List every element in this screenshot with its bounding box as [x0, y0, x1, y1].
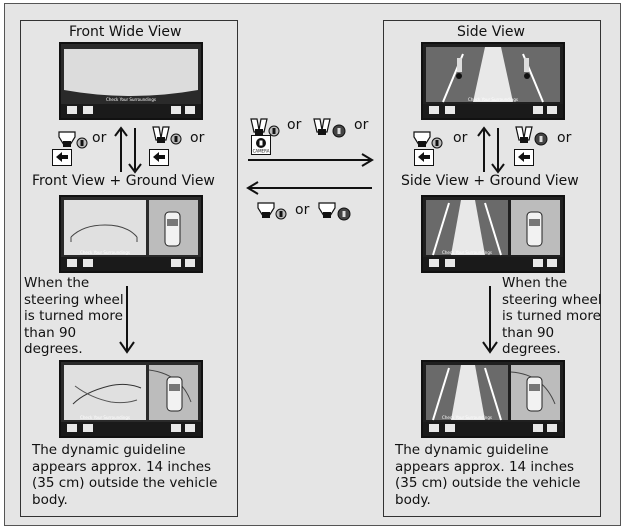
or-text: or — [295, 202, 310, 218]
back-button-icon — [514, 149, 534, 166]
right-arrow — [248, 153, 374, 167]
screen-check-text: Check Your Surroundings — [80, 415, 130, 420]
up-down-arrows — [114, 126, 142, 174]
view-switch-icon — [257, 202, 287, 220]
front-dynamic-guideline-screen: Check Your Surroundings — [59, 360, 203, 438]
view-switch-icon — [318, 202, 351, 221]
up-down-arrows — [477, 126, 505, 174]
left-turn-caption: When the steering wheel is turned more t… — [24, 275, 124, 357]
screen-check-text: Check Your Surroundings — [468, 97, 518, 102]
camera-button-icon: CAMERA — [251, 135, 271, 155]
view-switch-icon — [58, 131, 88, 149]
back-button-icon — [52, 149, 72, 166]
left-arrow — [246, 181, 372, 195]
front-wide-view-image: Check Your Surroundings — [61, 44, 201, 118]
back-button-icon — [414, 149, 434, 166]
screen-check-text: Check Your Surroundings — [442, 250, 492, 255]
right-turn-caption: When the steering wheel is turned more t… — [502, 275, 602, 357]
or-text: or — [557, 130, 572, 146]
or-text: or — [287, 117, 302, 133]
view-switch-icon — [413, 131, 443, 149]
view-switch-icon — [515, 126, 548, 146]
down-arrow — [482, 286, 498, 354]
side-dynamic-guideline-image: Check Your Surroundings — [423, 362, 563, 436]
svg-text:CAMERA: CAMERA — [253, 149, 270, 154]
front-wide-view-screen: Check Your Surroundings — [59, 42, 203, 120]
right-bottom-caption: The dynamic guideline appears approx. 14… — [395, 442, 581, 508]
side-ground-view-image: Check Your Surroundings — [423, 197, 563, 271]
side-view-screen: Check Your Surroundings — [421, 42, 565, 120]
back-button-icon — [149, 149, 169, 166]
front-ground-view-image: Check Your Surroundings — [61, 197, 201, 271]
front-dynamic-guideline-image: Check Your Surroundings — [61, 362, 201, 436]
front-ground-view-label: Front View + Ground View — [32, 173, 215, 189]
front-wide-view-title: Front Wide View — [69, 24, 182, 40]
down-arrow — [119, 286, 135, 354]
view-switch-icon — [313, 118, 346, 138]
front-ground-view-screen: Check Your Surroundings — [59, 195, 203, 273]
side-dynamic-guideline-screen: Check Your Surroundings — [421, 360, 565, 438]
or-text: or — [190, 130, 205, 146]
or-text: or — [354, 117, 369, 133]
view-switch-icon — [152, 126, 182, 145]
screen-check-text: Check Your Surroundings — [442, 415, 492, 420]
or-text: or — [453, 130, 468, 146]
view-switch-icon — [250, 118, 280, 137]
screen-check-text: Check Your Surroundings — [80, 250, 130, 255]
side-ground-view-screen: Check Your Surroundings — [421, 195, 565, 273]
side-ground-view-label: Side View + Ground View — [401, 173, 579, 189]
side-view-title: Side View — [457, 24, 525, 40]
or-text: or — [92, 130, 107, 146]
side-view-image: Check Your Surroundings — [423, 44, 563, 118]
left-bottom-caption: The dynamic guideline appears approx. 14… — [32, 442, 218, 508]
screen-check-text: Check Your Surroundings — [106, 97, 156, 102]
